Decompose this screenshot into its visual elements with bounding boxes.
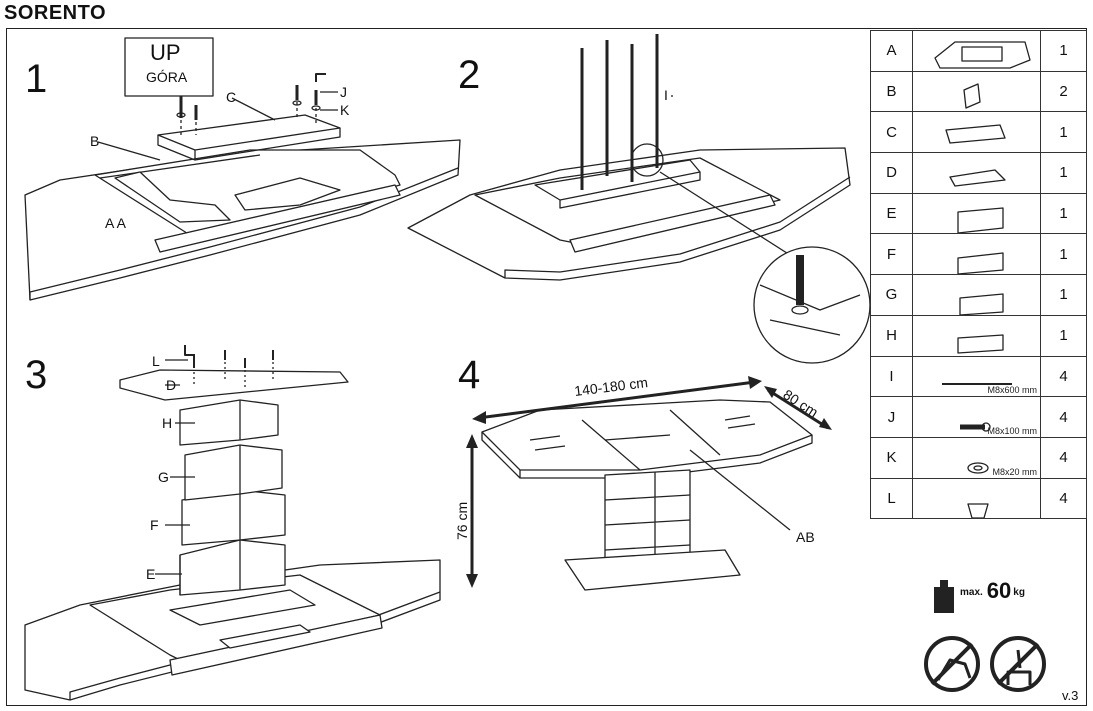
dimension-height: 76 cm: [454, 502, 470, 540]
part-letter: F: [870, 233, 913, 276]
weight-icon: [934, 580, 954, 613]
part-letter: G: [870, 274, 913, 316]
column-segment-f-icon: [912, 233, 1041, 276]
part-spec: M8x20 mm: [992, 466, 1037, 477]
part-spec: M8x100 mm: [987, 425, 1037, 436]
max-load: max. 60 kg: [930, 578, 1025, 604]
column-segment-e-icon: [912, 192, 1041, 235]
step-number-1: 1: [25, 57, 47, 101]
step1-illustration: [24, 37, 461, 301]
label-h: H: [162, 415, 172, 431]
max-load-prefix: max.: [960, 587, 983, 598]
label-f: F: [150, 517, 159, 533]
label-b: B: [90, 133, 99, 149]
label-l: L: [152, 353, 160, 369]
product-title: SORENTO: [4, 2, 107, 24]
bolt-icon: M8x100 mm: [912, 396, 1041, 438]
part-spec: M8x600 mm: [987, 385, 1037, 396]
part-letter: C: [870, 111, 913, 154]
label-aa: A A: [105, 215, 127, 231]
label-g: G: [158, 469, 169, 485]
step2-illustration: [407, 34, 871, 364]
part-letter: E: [870, 192, 913, 235]
part-letter: D: [870, 152, 913, 194]
part-qty: 4: [1040, 436, 1087, 479]
part-qty: 4: [1040, 477, 1087, 520]
no-sitting-on-table-icon: [990, 636, 1046, 692]
part-letter: A: [870, 30, 913, 72]
bracket-icon: [912, 70, 1041, 113]
part-qty: 1: [1040, 111, 1087, 154]
part-qty: 1: [1040, 274, 1087, 316]
step4-illustration: [481, 399, 813, 591]
washer-icon: M8x20 mm: [912, 436, 1041, 479]
threaded-rod-icon: M8x600 mm: [912, 355, 1041, 398]
max-load-unit: kg: [1013, 587, 1025, 598]
step-number-3: 3: [25, 353, 47, 397]
part-qty: 4: [1040, 396, 1087, 438]
label-c: C: [226, 89, 236, 105]
version-label: v.3: [1062, 688, 1079, 703]
label-i: I: [664, 87, 668, 103]
plate-c-icon: [912, 111, 1041, 154]
part-letter: B: [870, 70, 913, 113]
part-qty: 2: [1040, 70, 1087, 113]
part-letter: K: [870, 436, 913, 479]
step-number-4: 4: [458, 353, 480, 397]
label-e: E: [146, 566, 155, 582]
part-qty: 1: [1040, 192, 1087, 235]
column-segment-h-icon: [912, 314, 1041, 357]
step-number-2: 2: [458, 53, 480, 97]
label-ab: AB: [796, 529, 815, 545]
part-qty: 1: [1040, 30, 1087, 72]
cap-icon: [912, 477, 1041, 520]
dimension-length: 140-180 cm: [573, 374, 648, 399]
part-qty: 1: [1040, 152, 1087, 194]
instruction-frame: [6, 28, 1087, 706]
column-segment-g-icon: [912, 274, 1041, 316]
part-qty: 1: [1040, 314, 1087, 357]
up-label: UP: [150, 40, 181, 65]
label-d: D: [166, 377, 176, 393]
part-letter: I: [870, 355, 913, 398]
tabletop-icon: [912, 30, 1041, 72]
plate-d-icon: [912, 152, 1041, 194]
label-k: K: [340, 102, 350, 118]
part-letter: J: [870, 396, 913, 438]
part-qty: 4: [1040, 355, 1087, 398]
part-letter: H: [870, 314, 913, 357]
step3-illustration: [24, 345, 441, 701]
part-qty: 1: [1040, 233, 1087, 276]
gora-label: GÓRA: [146, 69, 188, 85]
max-load-value: 60: [986, 578, 1012, 603]
label-j: J: [340, 84, 347, 100]
part-letter: L: [870, 477, 913, 520]
no-standing-on-table-icon: [924, 636, 980, 692]
